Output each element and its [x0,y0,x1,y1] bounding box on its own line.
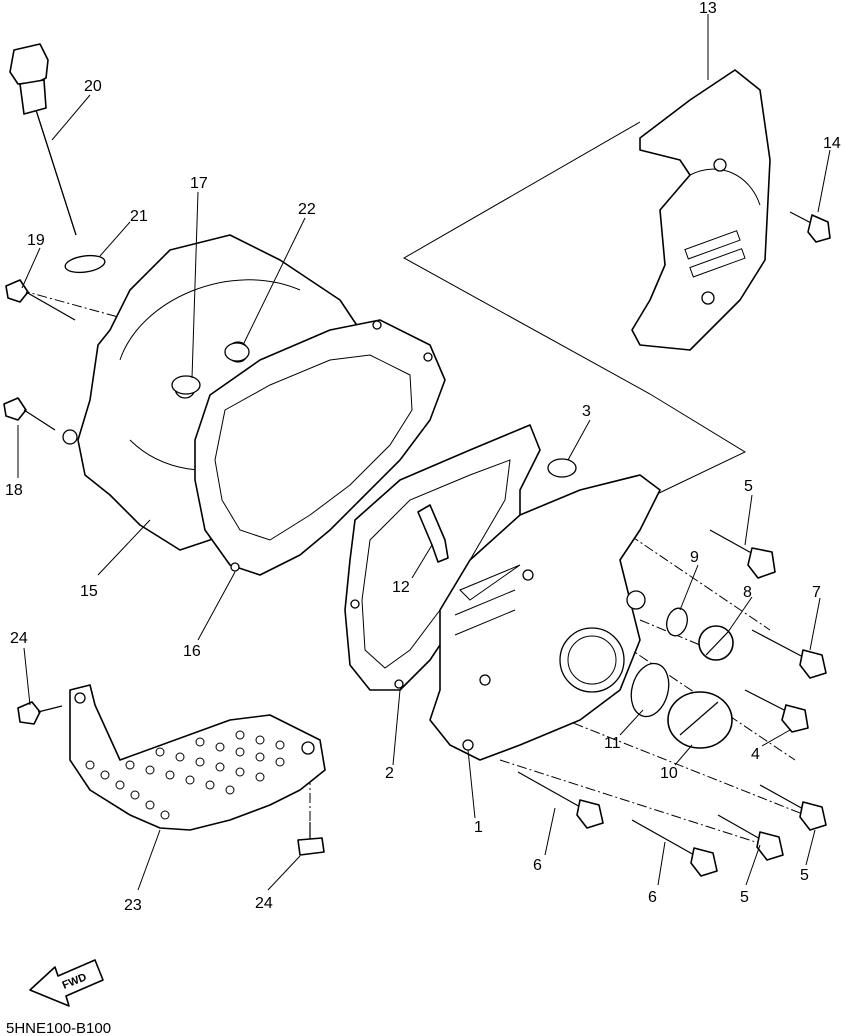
callout-1: 1 [474,819,483,836]
cover-bolt-6-right [631,819,718,877]
callout-3: 3 [582,403,591,420]
skid-plate-bolt-24-bottom [297,822,325,856]
callout-22: 22 [298,201,316,218]
oil-dipstick [9,43,77,236]
callout-23: 23 [124,897,142,914]
callout-leaders [17,14,831,891]
dowel-pin-17 [171,375,201,395]
callout-24-bottom: 24 [255,895,273,912]
callout-5-top: 5 [744,478,753,495]
o-ring-9 [666,607,688,637]
cover-bolt-5-bottom [717,814,784,861]
callout-4: 4 [751,746,760,763]
callout-15: 15 [80,583,98,600]
callout-13: 13 [699,0,717,17]
sprocket-cover [631,69,771,351]
callout-14: 14 [823,135,841,152]
cover-bolt-5-top [709,529,776,579]
callout-16: 16 [183,643,201,660]
callout-labels: 1 2 3 4 5 5 5 6 6 7 8 9 10 11 12 13 14 1… [5,0,841,914]
crankcase-bolt-19 [5,279,76,321]
callout-12: 12 [392,579,410,596]
cover-bolt-14 [789,211,831,243]
callout-20: 20 [84,78,102,95]
cover-bolt-7 [751,629,827,679]
left-gasket [194,319,446,576]
plug-10 [667,691,733,749]
plug-8 [698,625,734,661]
crankcase-bolt-18 [3,397,56,431]
callout-24-left: 24 [10,630,28,647]
right-crankcase-cover [429,474,661,761]
callout-5-bottom: 5 [740,889,749,906]
callout-2: 2 [385,765,394,782]
o-ring-21 [64,254,106,274]
callout-6-right: 6 [648,889,657,906]
callout-6-left: 6 [533,857,542,874]
callout-9: 9 [690,549,699,566]
callout-21: 21 [130,208,148,225]
callout-18: 18 [5,482,23,499]
callout-19: 19 [27,232,45,249]
diagram-code: 5HNE100-B100 [6,1020,111,1036]
callout-5-right: 5 [800,867,809,884]
cover-bolt-6-left [517,771,604,829]
cover-bolt-5-right [759,784,827,831]
forward-direction-arrow: FWD [29,959,104,1007]
callout-7: 7 [812,584,821,601]
callout-8: 8 [743,584,752,601]
callout-17: 17 [190,175,208,192]
callout-10: 10 [660,765,678,782]
cover-bolt-4 [744,689,809,733]
o-ring-11 [630,662,670,718]
skid-plate-guard [69,684,326,831]
skid-plate-bolt-24-left [17,701,63,725]
oil-seal-22 [224,342,250,362]
dowel-pin-3 [547,458,577,478]
callout-11: 11 [604,735,621,752]
